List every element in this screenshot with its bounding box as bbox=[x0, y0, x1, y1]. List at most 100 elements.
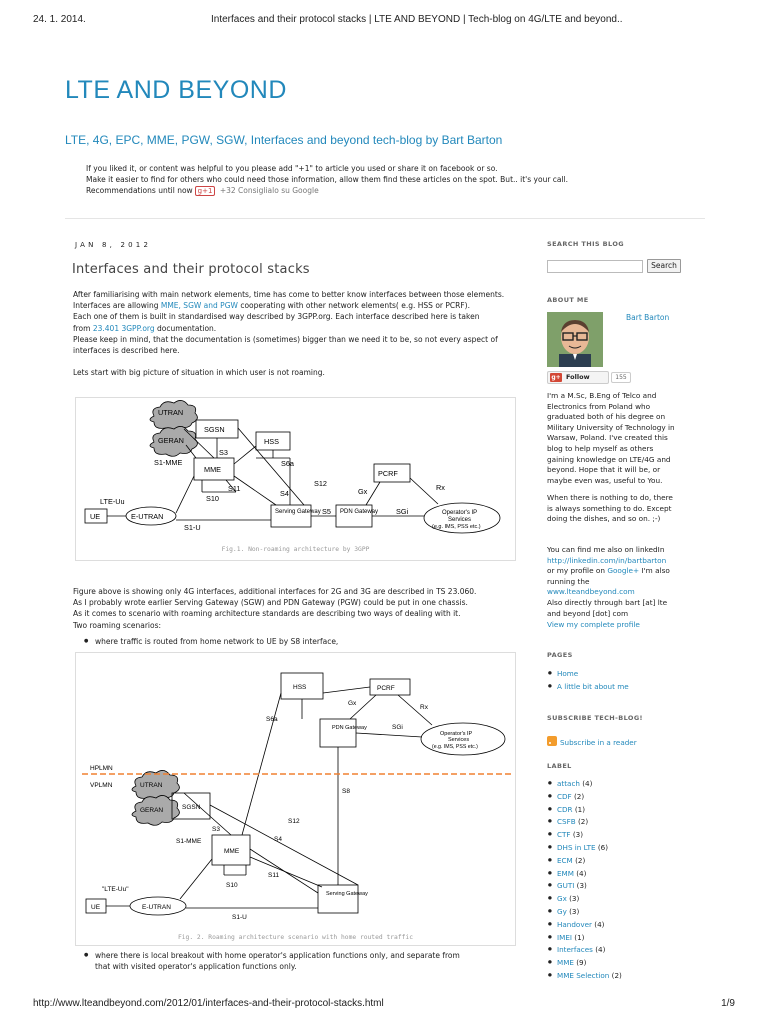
linkedin-link[interactable]: http://linkedin.com/in/bartbarton bbox=[547, 555, 667, 565]
p2-text: Interfaces are allowing bbox=[73, 301, 161, 311]
blog-note: If you liked it, or content was helpful … bbox=[86, 163, 646, 196]
label-link[interactable]: IMEI bbox=[557, 932, 572, 942]
post-link-mme-sgw-pgw[interactable]: MME, SGW and PGW bbox=[160, 301, 238, 311]
f1-sgw: Serving Gateway bbox=[275, 509, 321, 515]
f2-mme: MME bbox=[224, 848, 240, 855]
label-item: Gy (3) bbox=[547, 906, 707, 919]
f1-lteuu: LTE-Uu bbox=[100, 497, 125, 506]
label-link[interactable]: EMM bbox=[557, 868, 574, 878]
label-link[interactable]: Gy bbox=[557, 906, 567, 916]
label-count: (3) bbox=[572, 830, 584, 840]
f1-ue: UE bbox=[90, 512, 100, 521]
about2-line-1: When there is nothing to do, there bbox=[547, 493, 673, 502]
subscribe-link[interactable]: Subscribe in a reader bbox=[560, 738, 637, 747]
follow-button[interactable]: g+ Follow bbox=[547, 371, 609, 384]
bullet2-line-1: where there is local breakout with home … bbox=[95, 951, 460, 960]
page-item: Home bbox=[547, 668, 707, 681]
label-list: attach (4) CDF (2) CDR (1) CSFB (2) CTF … bbox=[547, 778, 707, 983]
sidebar: SEARCH THIS BLOG Search ABOUT ME bbox=[547, 240, 709, 304]
f2-rx: Rx bbox=[420, 704, 429, 711]
label-link[interactable]: GUTI bbox=[557, 881, 575, 891]
label-link[interactable]: CTF bbox=[557, 830, 571, 840]
follow-count: 155 bbox=[611, 372, 631, 383]
search-button[interactable]: Search bbox=[647, 259, 681, 273]
p3b-text-end: documentation. bbox=[154, 323, 217, 333]
label-link[interactable]: attach bbox=[557, 779, 580, 788]
avatar[interactable] bbox=[547, 312, 603, 367]
page-link-home[interactable]: Home bbox=[557, 669, 579, 678]
label-count: (3) bbox=[569, 894, 580, 904]
about-line-2: Electronics from Poland who bbox=[547, 401, 651, 411]
f2-s10: S10 bbox=[226, 882, 238, 889]
f1-rx: Rx bbox=[436, 483, 445, 492]
post-paragraph-5: Lets start with big picture of situation… bbox=[73, 368, 325, 378]
label-link[interactable]: MME bbox=[557, 958, 574, 968]
f2-sgw: Serving Gateway bbox=[326, 891, 368, 897]
figure-non-roaming: UTRAN GERAN SGSN HSS MME PCRF UE E-UTRAN… bbox=[75, 397, 516, 561]
print-page-title: Interfaces and their protocol stacks | L… bbox=[211, 14, 623, 25]
post-paragraph-1: After familiarising with main network el… bbox=[73, 290, 505, 299]
rss-icon bbox=[547, 735, 557, 746]
label-link[interactable]: MME Selection bbox=[557, 970, 610, 980]
label-count: (4) bbox=[595, 945, 606, 955]
post-body-intro: After familiarising with main network el… bbox=[73, 289, 523, 378]
label-count: (3) bbox=[576, 881, 587, 891]
label-link[interactable]: Handover bbox=[557, 919, 592, 929]
f2-eutran: E-UTRAN bbox=[142, 904, 171, 911]
label-link[interactable]: ECM bbox=[557, 855, 573, 865]
post-paragraph-2: Interfaces are allowing MME, SGW and PGW… bbox=[73, 300, 523, 311]
post-body-middle: Figure above is showing only 4G interfac… bbox=[73, 586, 523, 631]
about3-line-4: running the bbox=[547, 576, 590, 586]
label-link[interactable]: CDR bbox=[557, 804, 573, 814]
f1-pcrf: PCRF bbox=[378, 469, 398, 478]
gplus-button[interactable]: g+1 bbox=[194, 186, 216, 196]
pages-heading: PAGES bbox=[547, 651, 573, 659]
label-count: (1) bbox=[574, 804, 586, 814]
p3b-text: from bbox=[73, 323, 93, 333]
note-line-1: If you liked it, or content was helpful … bbox=[86, 164, 498, 173]
view-profile-link[interactable]: View my complete profile bbox=[547, 620, 640, 629]
post-link-3gpp[interactable]: 23.401 3GPP.org bbox=[92, 323, 155, 333]
f2-s4: S4 bbox=[274, 836, 282, 843]
label-count: (9) bbox=[576, 958, 587, 968]
f1-geran: GERAN bbox=[158, 436, 184, 445]
f1-mme: MME bbox=[204, 465, 221, 474]
blog-title[interactable]: LTE AND BEYOND bbox=[65, 76, 287, 104]
label-item: CSFB (2) bbox=[547, 816, 707, 829]
label-link[interactable]: CSFB bbox=[557, 817, 576, 827]
label-item: attach (4) bbox=[547, 778, 707, 791]
website-link[interactable]: www.lteandbeyond.com bbox=[547, 587, 635, 597]
about-line-4: Military University of Technology in bbox=[547, 422, 675, 432]
label-link[interactable]: DHS in LTE bbox=[557, 842, 596, 852]
google-plus-profile-link[interactable]: Google+ bbox=[607, 566, 640, 576]
f2-ops-2: Services bbox=[448, 737, 469, 743]
bullet-local-breakout: where there is local breakout with home … bbox=[84, 950, 504, 972]
print-date: 24. 1. 2014. bbox=[33, 14, 86, 25]
f2-hplmn: HPLMN bbox=[90, 765, 113, 772]
f1-ops-3: (e.g. IMS, PSS etc.) bbox=[432, 524, 481, 530]
label-link[interactable]: Interfaces bbox=[557, 945, 593, 955]
label-heading: LABEL bbox=[547, 762, 572, 770]
spacer bbox=[73, 356, 523, 367]
avatar-image bbox=[547, 312, 603, 367]
about3-line-6: Also directly through bart [at] lte bbox=[547, 597, 668, 607]
post-paragraph-4: Please keep in mind, that the documentat… bbox=[73, 334, 498, 356]
label-item: Handover (4) bbox=[547, 919, 707, 932]
about-line-7: gaining knowledge on LTE/4G and bbox=[547, 454, 671, 464]
about3-text: or my profile on bbox=[547, 566, 608, 576]
label-count: (4) bbox=[594, 919, 605, 929]
f2-ue: UE bbox=[91, 904, 101, 911]
author-name-link[interactable]: Bart Barton bbox=[626, 313, 670, 322]
about-line-8: beyond. Hope that it will be, or bbox=[547, 465, 661, 475]
page-link-about[interactable]: A little bit about me bbox=[557, 681, 629, 691]
post-title[interactable]: Interfaces and their protocol stacks bbox=[72, 262, 310, 277]
label-link[interactable]: Gx bbox=[557, 894, 567, 904]
f1-s5: S5 bbox=[322, 507, 331, 516]
f1-sgsn: SGSN bbox=[204, 425, 225, 434]
f2-ops-3: (e.g. IMS, PSS etc.) bbox=[432, 744, 478, 750]
f1-s4: S4 bbox=[280, 489, 289, 498]
figure-1-diagram: UTRAN GERAN SGSN HSS MME PCRF UE E-UTRAN… bbox=[84, 400, 501, 534]
figure-roaming-home-routed: HSS PCRF PDN Gateway Operator's IP Servi… bbox=[75, 652, 516, 946]
label-link[interactable]: CDF bbox=[557, 791, 572, 801]
search-input[interactable] bbox=[547, 260, 643, 273]
